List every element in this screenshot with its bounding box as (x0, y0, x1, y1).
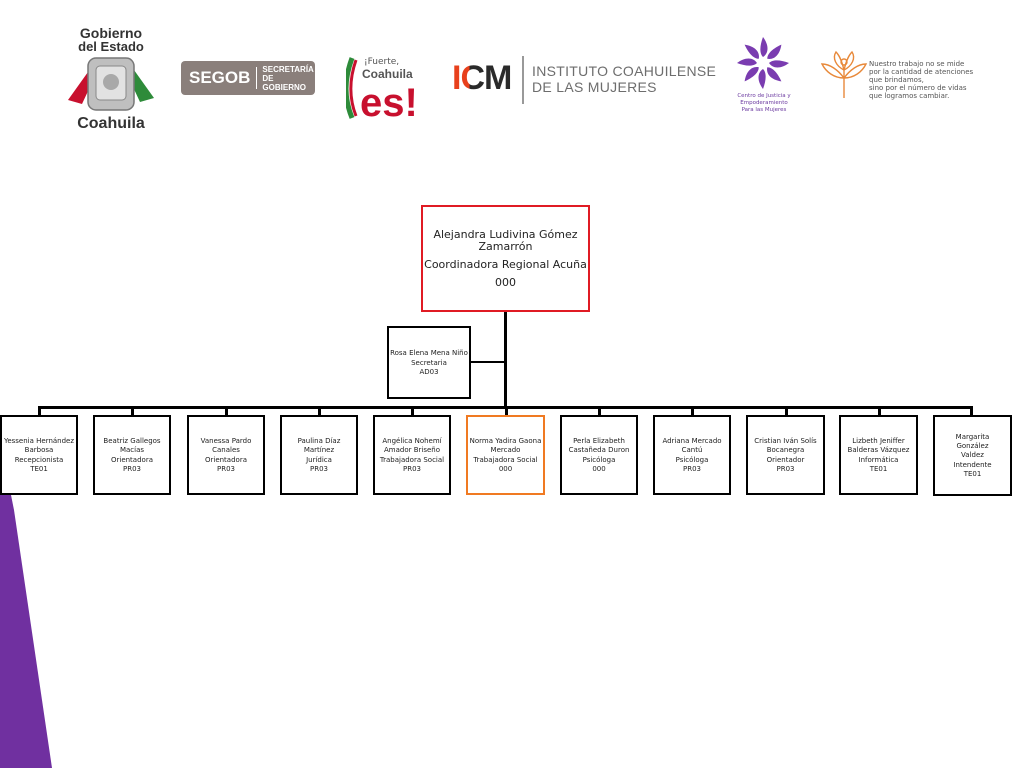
segob-label: SEGOB (181, 67, 258, 89)
staff-node: Cristian Iván Solís Bocanegra Orientador… (746, 415, 825, 495)
fuerte-line2: Coahuila (362, 67, 413, 81)
node-code: PR03 (123, 464, 141, 473)
secretary-connector (471, 361, 506, 363)
node-name: Paulina Díaz Martínez (297, 436, 341, 454)
staff-drop-line (598, 406, 601, 416)
gobierno-title: Gobierno (79, 25, 143, 41)
staff-node: Angélica Nohemí Amador Briseño Trabajado… (373, 415, 451, 495)
node-role: Intendente (953, 460, 992, 469)
segob-sublabel: SECRETARÍA DE GOBIERNO (262, 64, 314, 92)
node-role: Psicóloga (675, 455, 709, 464)
node-name: Rosa Elena Mena Niño (390, 348, 468, 357)
gobierno-coahuila-logo (68, 22, 154, 134)
staff-drop-line (131, 406, 134, 416)
node-code: TE01 (30, 464, 48, 473)
staff-drop-line (225, 406, 228, 416)
node-name: Adriana Mercado Cantú (662, 436, 722, 454)
staff-drop-line (877, 406, 881, 416)
node-role: Orientador (766, 455, 805, 464)
node-code: PR03 (403, 464, 421, 473)
node-code: 000 (498, 464, 513, 473)
node-name: Margarita González Valdez (955, 432, 990, 459)
staff-node: Vanessa Pardo Canales Orientadora PR03 (187, 415, 265, 495)
node-role: Recepcionista (14, 455, 64, 464)
staff-drop-line (38, 406, 41, 416)
node-role: Secretaria (411, 358, 447, 367)
cjem-label: Centro de Justicia y Empoderamiento Para… (737, 93, 791, 113)
node-code: 000 (592, 464, 606, 473)
node-name: Yessenia Hernández Barbosa (3, 436, 75, 454)
staff-node-highlighted: Norma Yadira Gaona Mercado Trabajadora S… (466, 415, 545, 495)
node-code: 000 (495, 275, 516, 289)
staff-node: Beatriz Gallegos Macías Orientadora PR03 (93, 415, 171, 495)
node-code: PR03 (776, 464, 795, 473)
staff-node: Paulina Díaz Martínez Jurídica PR03 (280, 415, 358, 495)
fuerte-line3: es! (360, 81, 418, 122)
node-code: TE01 (963, 469, 982, 478)
node-role: Psicóloga (582, 455, 616, 464)
node-name: Angélica Nohemí Amador Briseño (382, 436, 442, 454)
node-role: Informática (858, 455, 899, 464)
segob-logo: SEGOB SECRETARÍA DE GOBIERNO (181, 61, 315, 95)
staff-node: Perla Elizabeth Castañeda Duron Psicólog… (560, 415, 638, 495)
node-role: Jurídica (306, 455, 332, 464)
del-estado-title: del Estado (78, 39, 144, 54)
node-role: Orientadora (110, 455, 153, 464)
staff-node: Margarita González Valdez Intendente TE0… (933, 415, 1012, 496)
node-code: AD03 (419, 367, 439, 376)
node-name: Norma Yadira Gaona Mercado (469, 436, 542, 454)
staff-drop-line (784, 406, 788, 416)
staff-drop-line (691, 406, 694, 416)
node-code: PR03 (217, 464, 235, 473)
motto-quote: Nuestro trabajo no se mide por la cantid… (869, 60, 974, 100)
fuerte-coahuila-logo: ¡Fuerte, Coahuila es! (343, 52, 424, 125)
staff-node: Adriana Mercado Cantú Psicóloga PR03 (653, 415, 731, 495)
staff-drop-line (970, 406, 973, 416)
node-code: PR03 (310, 464, 328, 473)
node-name: Beatriz Gallegos Macías (103, 436, 161, 454)
node-role: Orientadora (204, 455, 247, 464)
head-node: Alejandra Ludivina Gómez Zamarrón Coordi… (421, 205, 590, 312)
node-code: PR03 (683, 464, 701, 473)
icm-institute-name: INSTITUTO COAHUILENSE DE LAS MUJERES (532, 63, 717, 95)
staff-drop-line (504, 406, 508, 416)
purple-accent-shape (0, 440, 52, 768)
node-role: Trabajadora Social (473, 455, 538, 464)
head-connector-vertical (504, 312, 507, 409)
cjem-star-icon (736, 34, 790, 92)
coat-of-arms-icon (68, 57, 154, 111)
node-name: Alejandra Ludivina Gómez Zamarrón (433, 227, 578, 253)
staff-node: Yessenia Hernández Barbosa Recepcionista… (0, 415, 78, 495)
staff-drop-line (411, 406, 414, 416)
staff-drop-line (318, 406, 321, 416)
icm-logo-mark: ICM (452, 59, 512, 97)
secretary-node: Rosa Elena Mena Niño Secretaria AD03 (387, 326, 471, 399)
node-name: Perla Elizabeth Castañeda Duron (568, 436, 630, 454)
staff-node: Lizbeth Jeniffer Balderas Vázquez Inform… (839, 415, 918, 495)
node-code: TE01 (869, 464, 888, 473)
node-role: Trabajadora Social (379, 455, 445, 464)
node-role: Coordinadora Regional Acuña (424, 257, 587, 271)
flower-figure-icon (820, 48, 868, 100)
node-name: Cristian Iván Solís Bocanegra (754, 436, 817, 454)
node-name: Vanessa Pardo Canales (200, 436, 252, 454)
fuerte-line1: ¡Fuerte, (364, 57, 399, 67)
coahuila-title: Coahuila (77, 115, 145, 132)
icm-letters: ICM (452, 59, 512, 97)
node-name: Lizbeth Jeniffer Balderas Vázquez (847, 436, 910, 454)
icm-divider (522, 56, 524, 104)
